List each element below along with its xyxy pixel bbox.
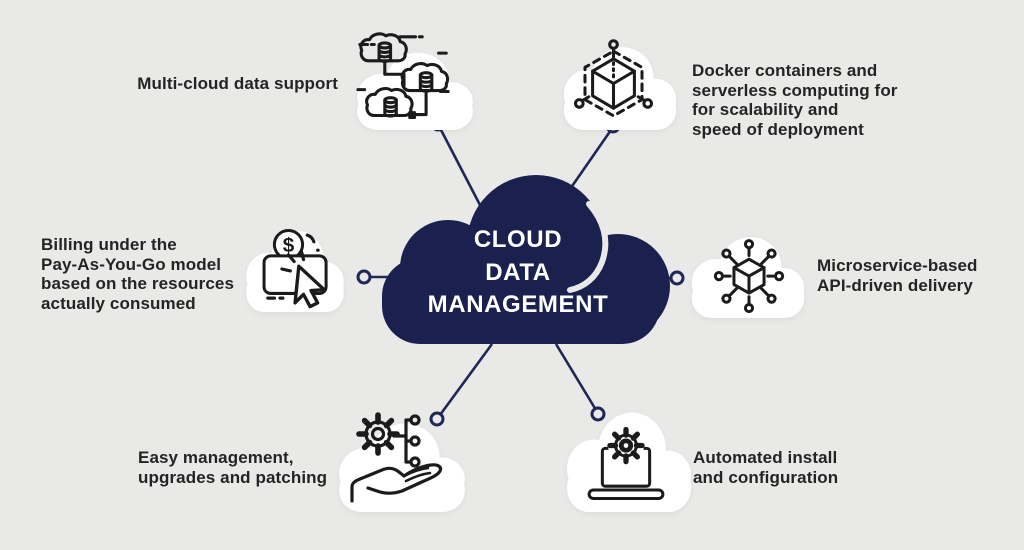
- node-label-microservice: Microservice-based API-driven delivery: [817, 256, 1022, 295]
- label-line: Easy management,: [138, 448, 294, 467]
- svg-text:$: $: [283, 234, 295, 257]
- label-line: serverless computing for: [692, 80, 898, 100]
- label-line: speed of deployment: [692, 119, 864, 139]
- title-line: DATA: [485, 258, 551, 286]
- node-label-easy-management: Easy management, upgrades and patching: [138, 448, 350, 487]
- label-line: Pay-As-You-Go model: [41, 254, 222, 274]
- hand-gear-icon: [350, 412, 443, 503]
- multi-cloud-database-icon: [356, 32, 450, 119]
- laptop-gear-icon: [587, 426, 665, 500]
- pay-per-use-click-icon: $: [262, 228, 328, 309]
- central-title: CLOUD DATA MANAGEMENT: [398, 224, 638, 322]
- label-line: API-driven delivery: [817, 275, 973, 295]
- cloud-curl-seam: [567, 201, 609, 293]
- label-line: Automated install: [693, 448, 838, 467]
- title-line: CLOUD: [473, 226, 563, 253]
- title-line: MANAGEMENT: [427, 291, 609, 318]
- microservice-hub-icon: [713, 239, 785, 314]
- node-label-multi-cloud: Multi-cloud data support: [118, 74, 338, 94]
- node-label-billing: Billing under the Pay-As-You-Go model ba…: [41, 235, 246, 313]
- label-line: Multi-cloud data support: [137, 74, 338, 93]
- connector-bottom-right: [554, 343, 598, 411]
- label-line: Docker containers and: [692, 61, 878, 80]
- label-line: Microservice-based: [817, 256, 978, 275]
- label-line: actually consumed: [41, 293, 196, 313]
- central-cloud-shape: [382, 175, 670, 344]
- node-label-docker-serverless: Docker containers and serverless computi…: [692, 61, 907, 139]
- connector-ring-left: [356, 269, 372, 285]
- label-line: and configuration: [693, 467, 839, 487]
- connector-bottom-left: [438, 343, 494, 416]
- container-cube-icon: [573, 39, 654, 118]
- label-line: Billing under the: [41, 235, 177, 254]
- node-label-automated-install: Automated install and configuration: [693, 448, 903, 487]
- label-line: based on the resources: [41, 274, 235, 293]
- label-line: upgrades and patching: [138, 467, 328, 487]
- label-line: for scalability and: [692, 100, 839, 119]
